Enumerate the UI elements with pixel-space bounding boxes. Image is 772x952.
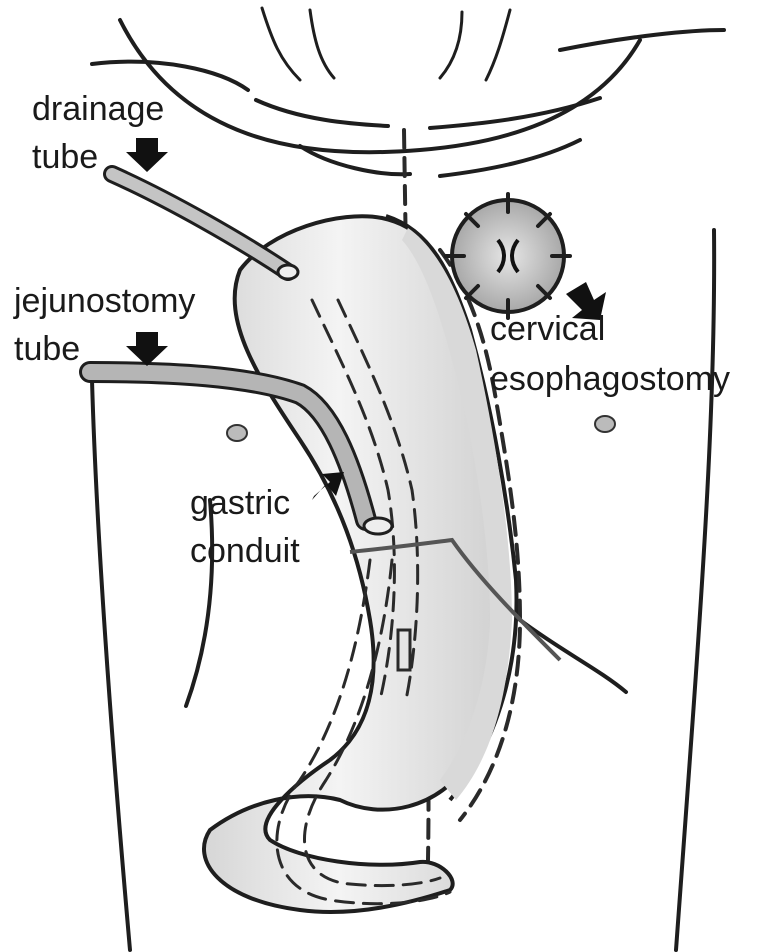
stoma-shape	[446, 194, 570, 318]
label-drainage-line1: drainage	[32, 90, 164, 128]
label-cervical-line1: cervical	[490, 310, 605, 348]
rib-margin-right	[520, 620, 626, 692]
label-cervical-line2: esophagostomy	[490, 360, 730, 398]
torso-left-side	[92, 380, 130, 950]
neck-right-inner-line	[440, 12, 462, 78]
label-gastric-line2: conduit	[190, 532, 300, 570]
drainage-arrow-icon	[126, 138, 168, 172]
drainage-tube-fill	[112, 174, 288, 272]
label-drainage-line2: tube	[32, 138, 98, 176]
neck-left-line	[262, 8, 300, 80]
clavicle-left	[256, 100, 388, 126]
clavicle-right	[430, 98, 600, 128]
label-jejuno-line1: jejunostomy	[13, 282, 195, 320]
drainage-tube-shape	[112, 174, 298, 279]
label-gastric-line1: gastric	[190, 484, 290, 522]
nipple-left-icon	[227, 425, 247, 441]
torso-right-side	[676, 230, 714, 950]
jejuno-arrow-icon	[126, 332, 168, 366]
label-jejuno-line2: tube	[14, 330, 80, 368]
drainage-tube-end-icon	[278, 265, 298, 279]
jaw-curve	[120, 20, 640, 152]
nipple-right-icon	[595, 416, 615, 432]
neck-left-inner-line	[310, 10, 334, 78]
neck-right-line	[486, 10, 510, 80]
rib-margin-left	[186, 500, 212, 706]
jejuno-tube-end-icon	[364, 518, 392, 534]
